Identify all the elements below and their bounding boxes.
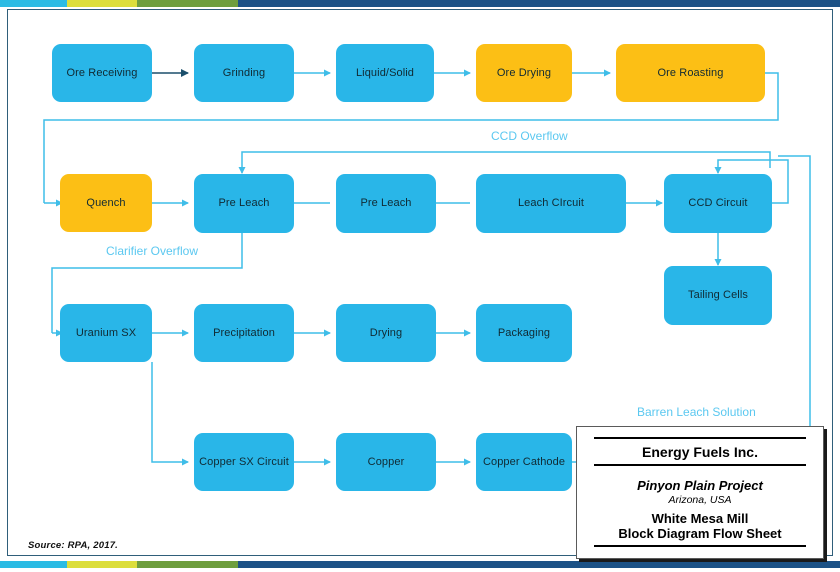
process-box-label: Packaging bbox=[497, 326, 551, 339]
title-project: Pinyon Plain Project bbox=[637, 478, 763, 493]
process-box-ore-drying[interactable]: Ore Drying bbox=[476, 44, 572, 102]
process-box-label: Quench bbox=[86, 196, 126, 209]
title-rule-bottom bbox=[594, 545, 806, 547]
process-box-tailing-cells[interactable]: Tailing Cells bbox=[664, 266, 772, 325]
stream-label-clarifier-overflow: Clarifier Overflow bbox=[106, 244, 199, 258]
bottom-accent-strip bbox=[0, 561, 840, 568]
process-box-packaging[interactable]: Packaging bbox=[476, 304, 572, 362]
process-box-label: Precipitation bbox=[213, 326, 275, 339]
title-rule-top bbox=[594, 437, 806, 439]
process-box-copper-sx-circuit[interactable]: Copper SX Circuit bbox=[194, 433, 294, 491]
process-box-label: Pre Leach bbox=[360, 197, 412, 210]
process-box-label: Drying bbox=[369, 326, 403, 339]
title-company: Energy Fuels Inc. bbox=[642, 444, 758, 460]
process-box-ore-roasting[interactable]: Ore Roasting bbox=[616, 44, 765, 102]
strip-segment-yellow bbox=[67, 0, 137, 7]
strip-segment-green bbox=[137, 0, 238, 7]
process-box-label: Pre Leach bbox=[218, 197, 270, 210]
process-box-label: Copper bbox=[367, 455, 405, 468]
process-box-label: Liquid/Solid bbox=[355, 66, 415, 79]
process-box-label: Ore Receiving bbox=[66, 66, 138, 79]
title-rule-mid bbox=[594, 464, 806, 466]
source-note: Source: RPA, 2017. bbox=[28, 540, 119, 551]
process-box-copper-cathode[interactable]: Copper Cathode bbox=[476, 433, 572, 491]
stream-label-ccd-overflow: CCD Overflow bbox=[491, 129, 568, 143]
title-facility: White Mesa Mill bbox=[651, 511, 749, 526]
process-box-label: Copper Cathode bbox=[482, 455, 566, 468]
process-box-ccd-circuit[interactable]: CCD Circuit bbox=[664, 174, 772, 233]
title-block: Energy Fuels Inc. Pinyon Plain Project A… bbox=[576, 426, 824, 559]
strip-segment-cyan bbox=[0, 561, 67, 568]
strip-segment-navy bbox=[238, 0, 840, 7]
process-box-label: Grinding bbox=[222, 66, 266, 79]
process-box-ore-receiving[interactable]: Ore Receiving bbox=[52, 44, 152, 102]
process-box-leach-circuit[interactable]: Leach CIrcuit bbox=[476, 174, 626, 233]
strip-segment-cyan bbox=[0, 0, 67, 7]
process-box-label: Tailing Cells bbox=[688, 289, 748, 302]
process-box-label: Ore Roasting bbox=[657, 66, 724, 79]
process-box-label: Ore Drying bbox=[496, 66, 552, 79]
process-box-label: CCD Circuit bbox=[688, 197, 748, 210]
title-location: Arizona, USA bbox=[668, 494, 732, 506]
process-box-liquid-solid[interactable]: Liquid/Solid bbox=[336, 44, 434, 102]
stream-label-barren-leach-solution: Barren Leach Solution bbox=[637, 405, 756, 419]
process-box-label: Copper SX Circuit bbox=[199, 455, 289, 468]
process-box-pre-leach-1[interactable]: Pre Leach bbox=[194, 174, 294, 233]
title-sheet-name: Block Diagram Flow Sheet bbox=[618, 526, 782, 541]
process-box-pre-leach-2[interactable]: Pre Leach bbox=[336, 174, 436, 233]
process-box-drying[interactable]: Drying bbox=[336, 304, 436, 362]
process-box-copper[interactable]: Copper bbox=[336, 433, 436, 491]
process-box-label: Leach CIrcuit bbox=[517, 197, 585, 210]
process-box-uranium-sx[interactable]: Uranium SX bbox=[60, 304, 152, 362]
process-box-grinding[interactable]: Grinding bbox=[194, 44, 294, 102]
process-box-quench[interactable]: Quench bbox=[60, 174, 152, 232]
strip-segment-navy bbox=[238, 561, 840, 568]
strip-segment-green bbox=[137, 561, 238, 568]
strip-segment-yellow bbox=[67, 561, 137, 568]
process-box-precipitation[interactable]: Precipitation bbox=[194, 304, 294, 362]
process-box-label: Uranium SX bbox=[75, 326, 137, 339]
top-accent-strip bbox=[0, 0, 840, 7]
